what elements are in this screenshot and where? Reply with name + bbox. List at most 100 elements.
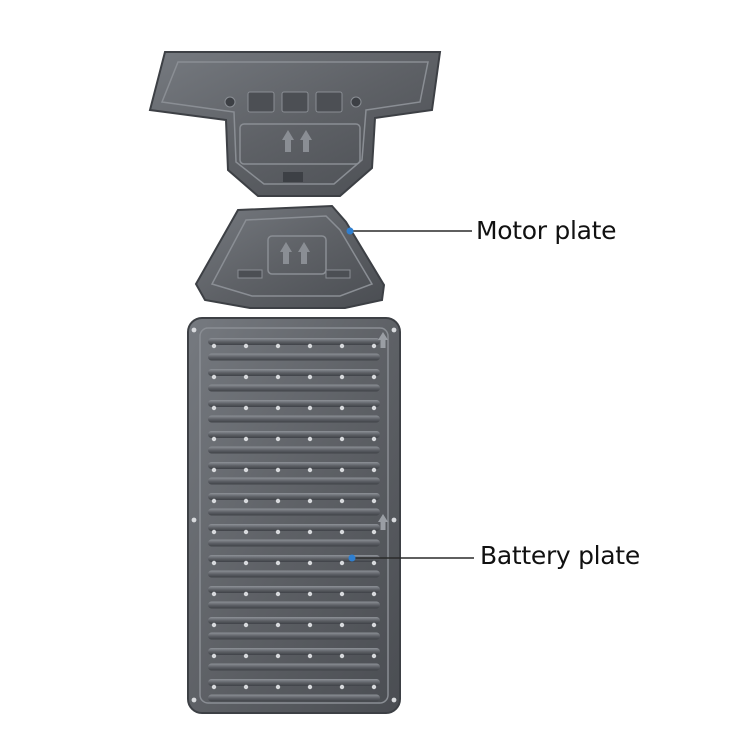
battery-plate-rib <box>208 679 380 686</box>
mounting-hole <box>211 622 217 628</box>
mounting-hole <box>275 343 281 349</box>
mounting-hole <box>211 560 217 566</box>
edge-hole <box>191 327 197 333</box>
battery-plate-rib <box>208 508 380 516</box>
battery-plate-rib <box>208 493 380 500</box>
mounting-hole <box>307 560 313 566</box>
mounting-hole <box>371 343 377 349</box>
mounting-hole <box>339 622 345 628</box>
mounting-hole <box>275 405 281 411</box>
mounting-hole <box>371 498 377 504</box>
mounting-hole <box>307 343 313 349</box>
mounting-hole <box>307 374 313 380</box>
mounting-hole <box>371 374 377 380</box>
battery-plate-rib <box>208 632 380 640</box>
mounting-hole <box>211 436 217 442</box>
battery-plate-rib <box>208 570 380 578</box>
edge-hole <box>191 517 197 523</box>
motor-plate-callout <box>346 227 472 235</box>
battery-plate-rib <box>208 446 380 454</box>
mounting-hole <box>371 560 377 566</box>
mounting-hole <box>371 684 377 690</box>
mounting-hole <box>339 560 345 566</box>
engine-skid-plate <box>148 51 442 197</box>
mounting-hole <box>339 498 345 504</box>
mounting-hole <box>211 467 217 473</box>
motor-plate-label: Motor plate <box>476 216 617 245</box>
mounting-hole <box>243 591 249 597</box>
mounting-hole <box>371 436 377 442</box>
battery-plate-label: Battery plate <box>480 541 640 570</box>
mounting-hole <box>275 622 281 628</box>
battery-plate-leader-dot <box>348 554 356 562</box>
motor-plate <box>194 204 386 309</box>
mounting-hole <box>211 653 217 659</box>
battery-plate-ribs <box>208 338 380 702</box>
mounting-hole <box>243 436 249 442</box>
battery-plate-holes <box>191 327 397 703</box>
mounting-hole <box>339 653 345 659</box>
mounting-hole <box>371 591 377 597</box>
battery-plate-rib <box>208 586 380 593</box>
battery-plate-rib <box>208 415 380 423</box>
mounting-hole <box>243 405 249 411</box>
mounting-hole <box>307 498 313 504</box>
mounting-hole <box>371 467 377 473</box>
mounting-hole <box>307 529 313 535</box>
mounting-hole <box>275 467 281 473</box>
mounting-hole <box>307 684 313 690</box>
battery-plate-rib <box>208 663 380 671</box>
battery-plate-rib <box>208 601 380 609</box>
mounting-hole <box>339 467 345 473</box>
mounting-hole <box>211 498 217 504</box>
mounting-hole <box>371 529 377 535</box>
edge-hole <box>191 697 197 703</box>
mounting-hole <box>339 436 345 442</box>
mounting-hole <box>371 622 377 628</box>
battery-plate <box>187 317 401 714</box>
mounting-hole <box>243 529 249 535</box>
mounting-hole <box>243 653 249 659</box>
mounting-hole <box>275 529 281 535</box>
mounting-hole <box>307 622 313 628</box>
edge-hole <box>391 517 397 523</box>
battery-plate-rib <box>208 617 380 624</box>
mounting-hole <box>243 343 249 349</box>
battery-plate-rib <box>208 369 380 376</box>
mounting-hole <box>275 591 281 597</box>
mounting-hole <box>211 684 217 690</box>
motor-plate-leader-dot <box>346 227 354 235</box>
mounting-hole <box>339 529 345 535</box>
mounting-hole <box>211 374 217 380</box>
mounting-hole <box>339 343 345 349</box>
mounting-hole <box>243 498 249 504</box>
battery-plate-rib <box>208 539 380 547</box>
battery-plate-callout <box>348 554 474 562</box>
mounting-hole <box>371 653 377 659</box>
battery-plate-rib <box>208 431 380 438</box>
mounting-hole <box>339 374 345 380</box>
battery-plate-rib <box>208 648 380 655</box>
mounting-hole <box>339 684 345 690</box>
mounting-hole <box>211 591 217 597</box>
mounting-hole <box>307 653 313 659</box>
edge-hole <box>391 327 397 333</box>
battery-plate-rib <box>208 400 380 407</box>
mounting-hole <box>243 467 249 473</box>
mounting-hole <box>307 405 313 411</box>
mounting-hole <box>275 436 281 442</box>
battery-plate-rib <box>208 338 380 345</box>
mounting-hole <box>243 622 249 628</box>
mounting-hole <box>243 374 249 380</box>
mounting-hole <box>339 591 345 597</box>
mounting-hole <box>307 467 313 473</box>
mounting-hole <box>275 684 281 690</box>
mounting-hole <box>307 436 313 442</box>
mounting-hole <box>275 653 281 659</box>
battery-plate-rib <box>208 694 380 702</box>
edge-hole <box>391 697 397 703</box>
battery-plate-rib <box>208 477 380 485</box>
mounting-hole <box>211 343 217 349</box>
battery-plate-rib <box>208 384 380 392</box>
